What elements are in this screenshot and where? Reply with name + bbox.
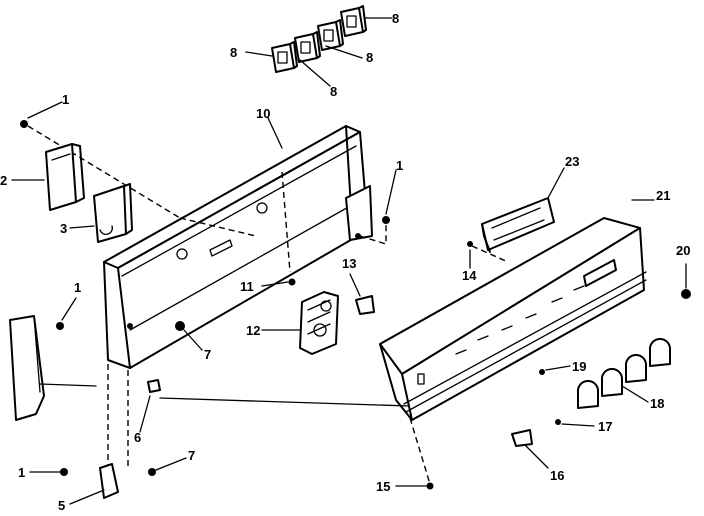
screw-part-14: [467, 241, 473, 247]
grommet-part-20: [681, 289, 691, 299]
callout-8: 8: [366, 50, 373, 65]
callout-6: 6: [134, 430, 141, 445]
callout-1: 1: [396, 158, 403, 173]
screw-part-1-bottom: [60, 468, 68, 476]
clock-part-23: [481, 197, 555, 253]
callout-7: 7: [188, 448, 195, 463]
callout-11: 11: [240, 279, 254, 294]
callout-2: 2: [0, 173, 7, 188]
callout-19: 19: [572, 359, 586, 374]
callout-3: 3: [60, 221, 67, 236]
screw-part-15: [426, 482, 434, 490]
callout-1: 1: [18, 465, 25, 480]
bracket-part-2: [45, 143, 85, 211]
screw-part-19: [539, 369, 545, 375]
screw-part-1-right: [382, 216, 390, 224]
screw-part-1-left: [56, 322, 64, 330]
callout-1: 1: [62, 92, 69, 107]
callout-23: 23: [565, 154, 579, 169]
knob-part-16: [511, 429, 533, 447]
bracket-part-5: [99, 463, 119, 499]
screw-part-1-top: [20, 120, 28, 128]
callout-1: 1: [74, 280, 81, 295]
indicator-light-part-13: [355, 295, 375, 315]
callout-17: 17: [598, 419, 612, 434]
callout-12: 12: [246, 323, 260, 338]
callout-8: 8: [230, 45, 237, 60]
callout-13: 13: [342, 256, 356, 271]
callout-16: 16: [550, 468, 564, 483]
end-cap-left: [9, 315, 45, 421]
callout-21: 21: [656, 188, 670, 203]
knob-part-18: [576, 338, 671, 409]
harness-part-12: [299, 291, 339, 355]
callout-8: 8: [392, 11, 399, 26]
control-panel-part-21: [379, 217, 647, 421]
bracket-part-3: [93, 183, 133, 243]
callout-18: 18: [650, 396, 664, 411]
callout-14: 14: [462, 268, 477, 283]
callout-7: 7: [204, 347, 211, 362]
clip-part-11: [288, 278, 296, 286]
switch-part-8: [271, 5, 367, 73]
screw-part-17: [555, 419, 561, 425]
callout-20: 20: [676, 243, 690, 258]
callout-15: 15: [376, 479, 390, 494]
screw-part-7-bottom: [148, 468, 156, 476]
clip-part-6: [147, 379, 161, 393]
callout-8: 8: [330, 84, 337, 99]
callout-10: 10: [256, 106, 270, 121]
backguard-part-10: [103, 125, 373, 369]
screw-part-7: [175, 321, 185, 331]
callout-5: 5: [58, 498, 65, 513]
